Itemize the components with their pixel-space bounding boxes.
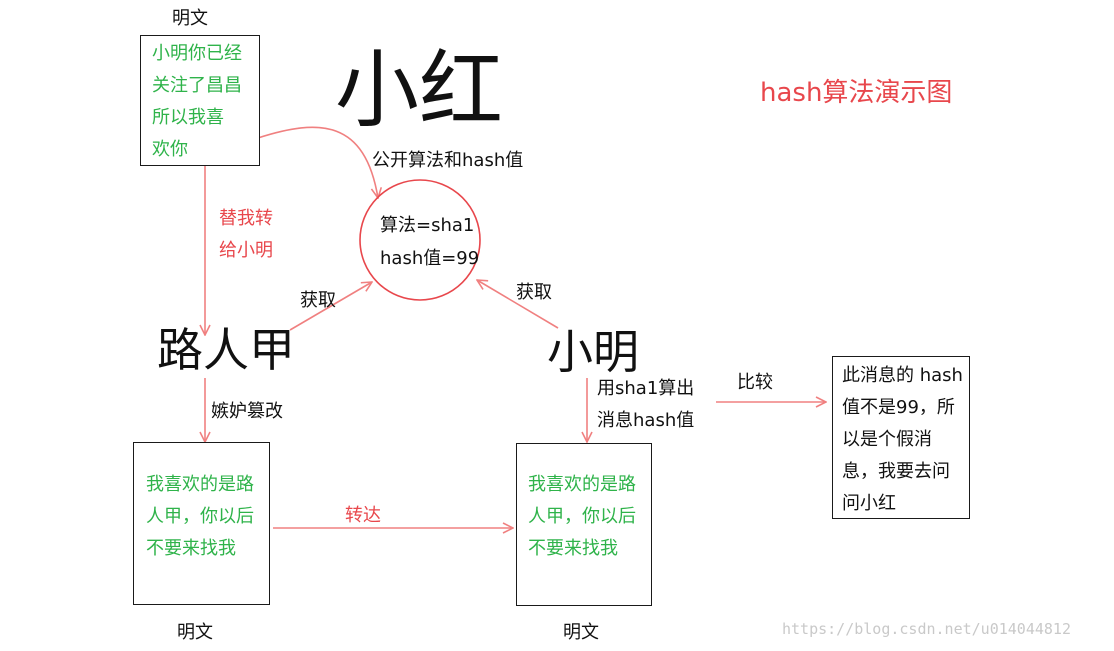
compute-line: 用sha1算出 [597, 378, 695, 399]
relay-label: 转达 [345, 505, 381, 526]
original-message-line: 所以我喜 [152, 107, 224, 128]
xiaoming-fetch-label: 获取 [516, 282, 552, 303]
original-message-line: 小明你已经 [152, 43, 242, 64]
original-message-box: 小明你已经 关注了昌昌 所以我喜 欢你 [140, 35, 260, 166]
publish-label: 公开算法和hash值 [372, 150, 524, 171]
original-message-caption: 明文 [172, 8, 208, 29]
verification-result-line: 以是个假消 [842, 429, 932, 450]
tampered-message-line: 我喜欢的是路 [146, 474, 254, 495]
forward-request-line: 替我转 [219, 208, 273, 229]
received-message-line: 人甲，你以后 [528, 506, 636, 527]
tampered-message-line: 人甲，你以后 [146, 506, 254, 527]
compute-label: 用sha1算出 消息hash值 [597, 373, 694, 437]
diagram-title: hash算法演示图 [760, 78, 953, 108]
forward-request-label: 替我转 给小明 [219, 203, 273, 267]
compute-line: 消息hash值 [597, 410, 695, 431]
passerby-fetch-label: 获取 [300, 290, 336, 311]
verification-result-line: 此消息的 hash [842, 365, 963, 386]
tampered-message-caption: 明文 [177, 622, 213, 643]
verification-result-line: 问小红 [842, 493, 896, 514]
arrow-original-to-hashinfo [257, 126, 378, 198]
tampered-message-box: 我喜欢的是路 人甲，你以后 不要来找我 [133, 442, 270, 605]
source-watermark: https://blog.csdn.net/u014044812 [782, 620, 1071, 638]
received-message-caption: 明文 [563, 622, 599, 643]
received-message-box: 我喜欢的是路 人甲，你以后 不要来找我 [516, 443, 652, 606]
hash-value-line: hash值=99 [380, 248, 480, 269]
original-message-line: 关注了昌昌 [152, 75, 242, 96]
hash-algorithm-line: 算法=sha1 [380, 215, 475, 236]
compare-label: 比较 [737, 372, 773, 393]
node-passerby-label: 路人甲 [157, 323, 295, 377]
tamper-label: 嫉妒篡改 [211, 401, 283, 422]
arrow-xiaoming-fetch [477, 280, 559, 329]
received-message-line: 我喜欢的是路 [528, 474, 636, 495]
node-xiaoming-label: 小明 [547, 325, 639, 379]
node-xiaohong-label: 小红 [335, 41, 504, 139]
verification-result-box: 此消息的 hash 值不是99，所 以是个假消 息，我要去问 问小红 [832, 356, 970, 519]
hash-info-circle [359, 179, 481, 301]
original-message-line: 欢你 [152, 139, 188, 160]
tampered-message-line: 不要来找我 [146, 538, 236, 559]
verification-result-line: 值不是99，所 [842, 397, 955, 418]
forward-request-line: 给小明 [219, 240, 273, 261]
arrow-passerby-fetch [289, 282, 372, 331]
verification-result-line: 息，我要去问 [842, 461, 950, 482]
received-message-line: 不要来找我 [528, 538, 618, 559]
